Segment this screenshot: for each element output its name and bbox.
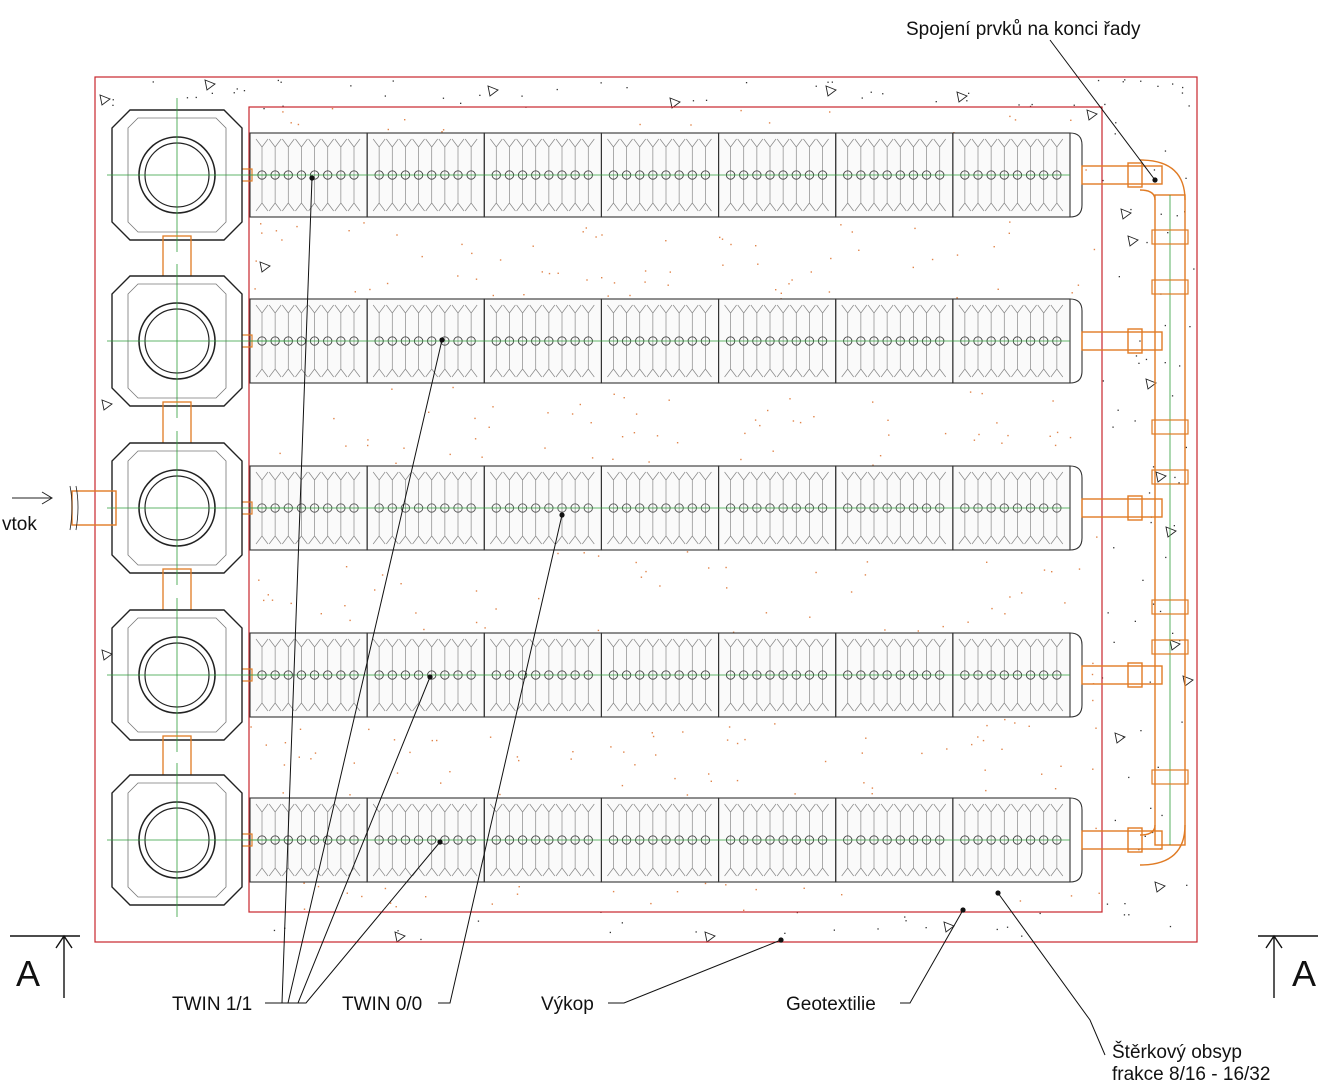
gravel-triangle (204, 79, 216, 91)
end-connection-pipe (1081, 165, 1163, 185)
leader-gravel (997, 892, 1106, 1056)
gravel-triangle (1145, 378, 1157, 390)
pipe-coupling (1127, 662, 1143, 688)
inspection-shaft (107, 264, 292, 448)
leader-twin11-c-dot (427, 674, 433, 680)
gravel-triangle (943, 921, 955, 933)
collector-elbow-top (1139, 159, 1186, 201)
gravel-triangle (1114, 732, 1126, 744)
gravel-triangle (99, 94, 111, 106)
row-end-cap (1069, 298, 1083, 384)
collector-coupling (1151, 469, 1189, 485)
row-end-cap (1069, 132, 1083, 218)
label-gravel-line2: frakce 8/16 - 16/32 (1112, 1064, 1271, 1085)
collector-coupling (1151, 229, 1189, 245)
shaft-inner-edge (127, 450, 227, 566)
label-gravel-line1: Štěrkový obsyp (1112, 1042, 1242, 1063)
leader-twin11-d-dot (437, 839, 443, 845)
leader-twin11-a-dot (309, 175, 315, 181)
gravel-triangle (825, 85, 837, 97)
label-end-joint: Spojení prvků na konci řady (906, 19, 1141, 40)
gravel-triangle (669, 97, 681, 109)
collector-coupling (1151, 419, 1189, 435)
shaft-inner-edge (127, 782, 227, 898)
shaft-inner-edge (127, 617, 227, 733)
label-geotextile: Geotextilie (786, 994, 876, 1015)
collector-coupling (1151, 769, 1189, 785)
inspection-shaft (107, 763, 292, 917)
label-twin00: TWIN 0/0 (342, 994, 423, 1015)
gravel-triangle (259, 261, 271, 273)
label-excavation: Výkop (541, 994, 594, 1015)
gravel-triangle (1155, 471, 1167, 483)
pipe-coupling (1127, 162, 1143, 188)
geotextile-outline (248, 106, 1103, 913)
gravel-triangle (956, 91, 968, 103)
collector-coupling (1151, 639, 1189, 655)
twin-row (221, 632, 1163, 718)
inflow-break-mark (69, 485, 79, 531)
twin-module-rows (221, 132, 1163, 883)
end-collector-pipe (1139, 159, 1189, 866)
pipe-coupling (1127, 827, 1143, 853)
inspection-shaft (107, 98, 292, 281)
gravel-triangle (1165, 526, 1177, 538)
gravel-triangle (704, 931, 716, 943)
row-end-cap (1069, 632, 1083, 718)
shaft-inner-edge (127, 283, 227, 399)
row-end-cap (1069, 465, 1083, 551)
inflow-arrow (12, 491, 53, 505)
leader-geotextile (900, 909, 964, 1004)
section-arrow-left (10, 934, 80, 998)
gravel-triangle (101, 399, 113, 411)
leader-excavation (608, 939, 782, 1004)
leader-gravel-dot (995, 890, 1001, 896)
gravel-triangle (1182, 675, 1194, 687)
end-connection-pipe (1081, 498, 1163, 518)
twin-row (221, 465, 1163, 551)
end-connection-pipe (1081, 665, 1163, 685)
label-twin11: TWIN 1/1 (172, 994, 253, 1015)
gravel-triangle (1154, 881, 1166, 893)
gravel-triangle (1120, 208, 1132, 220)
pipe-coupling (1127, 495, 1143, 521)
twin-row (221, 298, 1163, 384)
end-connection-pipe (1081, 331, 1163, 351)
leader-excavation-dot (778, 937, 784, 943)
gravel-triangle (394, 931, 406, 943)
leader-end-joint-dot (1152, 177, 1158, 183)
leader-end-joint (1049, 39, 1156, 181)
gravel-triangle (1086, 109, 1098, 121)
label-inflow: vtok (2, 514, 37, 535)
section-marker-left: A (16, 953, 41, 994)
gravel-triangle (1127, 235, 1139, 247)
inspection-shafts (10, 98, 1318, 998)
row-end-cap (1069, 797, 1083, 883)
collector-coupling (1151, 279, 1189, 295)
section-marker-right: A (1292, 953, 1317, 994)
leader-twin00 (438, 514, 563, 1004)
excavation-outline (94, 76, 1198, 943)
inspection-shaft (107, 598, 292, 780)
gravel-triangle (487, 85, 499, 97)
collector-elbow-bottom (1139, 824, 1186, 866)
gravel-triangle (1169, 639, 1181, 651)
inspection-shaft (107, 431, 292, 615)
leader-twin00-dot (559, 512, 565, 518)
twin-row (221, 132, 1163, 218)
leader-twin11-d (276, 841, 441, 1004)
leader-geotextile-dot (960, 907, 966, 913)
pipe-coupling (1127, 328, 1143, 354)
section-arrow-right (1258, 934, 1318, 998)
end-connection-pipe (1081, 830, 1163, 850)
leader-lines (265, 39, 1158, 1056)
shaft-inner-edge (127, 117, 227, 233)
twin-row (221, 797, 1163, 883)
collector-coupling (1151, 599, 1189, 615)
leader-twin11-b-dot (439, 337, 445, 343)
gravel-triangle (101, 649, 113, 661)
